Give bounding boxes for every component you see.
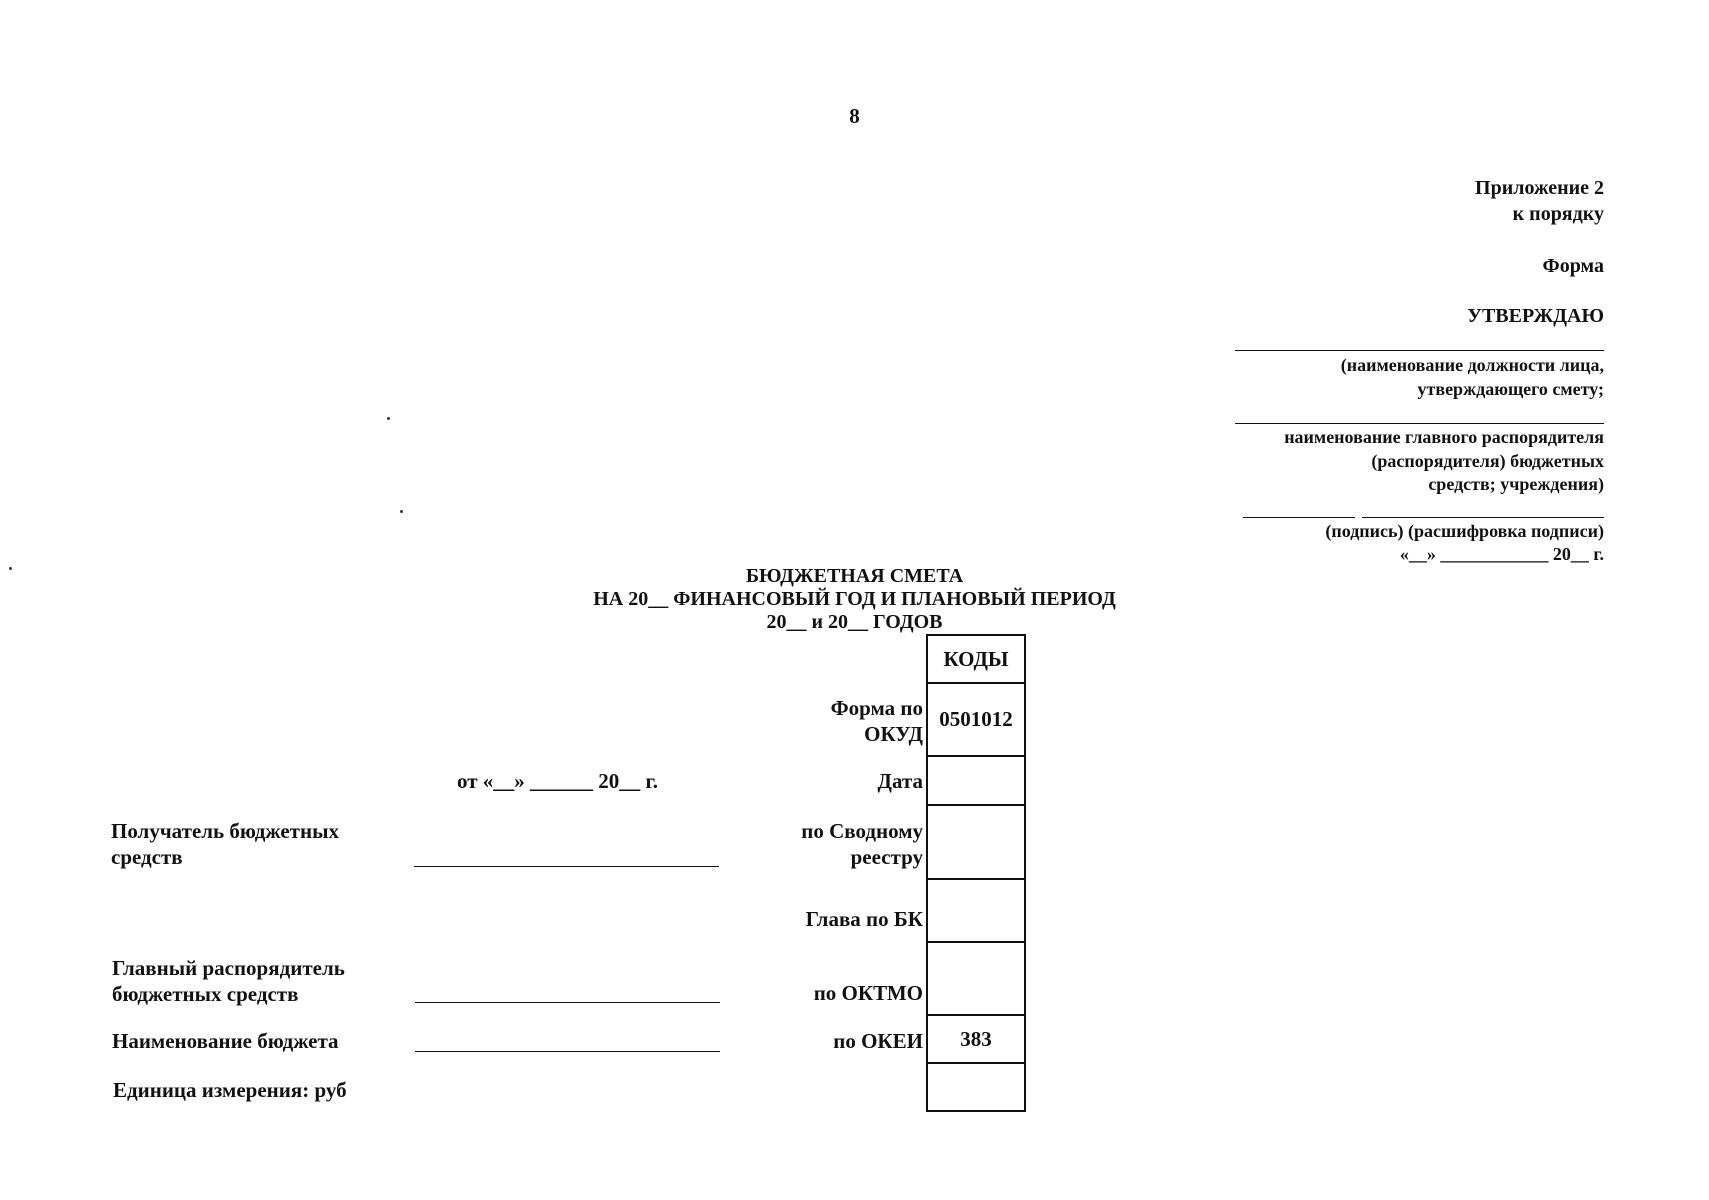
budget-name-label: Наименование бюджета — [112, 1029, 339, 1053]
recipient-label-2: средств — [111, 845, 183, 869]
position-line — [1235, 350, 1604, 351]
scan-speck — [9, 567, 12, 570]
signature-line — [1243, 517, 1355, 518]
appendix-number: Приложение 2 — [1475, 177, 1604, 199]
organization-caption-1: наименование главного распорядителя — [1284, 427, 1604, 447]
code-register — [926, 804, 1026, 880]
document-title: БЮДЖЕТНАЯ СМЕТА НА 20__ ФИНАНСОВЫЙ ГОД И… — [0, 565, 1709, 634]
main-manager-label-1: Главный распорядитель — [112, 956, 345, 980]
signature-decoding-line — [1362, 517, 1604, 518]
label-register-2: реестру — [850, 845, 923, 869]
main-manager-label-2: бюджетных средств — [112, 982, 299, 1006]
approval-date: «__» ____________ 20__ г. — [1399, 544, 1604, 564]
label-date: Дата — [877, 769, 923, 793]
code-okei: 383 — [926, 1014, 1026, 1064]
position-caption-1: (наименование должности лица, — [1340, 355, 1604, 375]
label-okud-1: Форма по — [830, 696, 923, 720]
scan-speck — [400, 510, 403, 513]
signature-caption: (подпись) (расшифровка подписи) — [1325, 521, 1604, 541]
organization-line — [1235, 423, 1604, 424]
scan-speck — [387, 417, 390, 420]
label-okud-2: ОКУД — [864, 722, 923, 746]
label-okei: по ОКЕИ — [833, 1029, 923, 1053]
organization-caption-2: (распорядителя) бюджетных — [1371, 451, 1604, 471]
codes-header: КОДЫ — [926, 634, 1026, 684]
approve-heading: УТВЕРЖДАЮ — [1467, 305, 1604, 327]
title-line-2: НА 20__ ФИНАНСОВЫЙ ГОД И ПЛАНОВЫЙ ПЕРИОД — [593, 588, 1116, 610]
title-line-1: БЮДЖЕТНАЯ СМЕТА — [745, 565, 964, 587]
code-extra — [926, 1062, 1026, 1112]
title-line-3: 20__ и 20__ ГОДОВ — [766, 611, 943, 633]
codes-table: КОДЫ 0501012 383 — [926, 634, 1026, 1112]
code-chapter-bk — [926, 878, 1026, 943]
page-number: 8 — [849, 104, 860, 128]
appendix-reference: к порядку — [1512, 203, 1604, 225]
recipient-field-line — [414, 866, 719, 867]
unit-label: Единица измерения: руб — [113, 1078, 347, 1102]
main-manager-field-line — [415, 1002, 720, 1003]
recipient-label-1: Получатель бюджетных — [111, 819, 339, 843]
code-date — [926, 755, 1026, 806]
position-caption-2: утверждающего смету; — [1417, 379, 1605, 399]
budget-name-field-line — [415, 1051, 720, 1052]
label-register-1: по Сводному — [801, 819, 923, 843]
form-label: Форма — [1542, 255, 1604, 277]
code-okud: 0501012 — [926, 682, 1026, 757]
code-oktmo — [926, 941, 1026, 1016]
form-date: от «__» ______ 20__ г. — [457, 769, 658, 793]
organization-caption-3: средств; учреждения) — [1428, 474, 1604, 494]
label-chapter-bk: Глава по БК — [805, 907, 923, 931]
label-oktmo: по ОКТМО — [813, 981, 923, 1005]
